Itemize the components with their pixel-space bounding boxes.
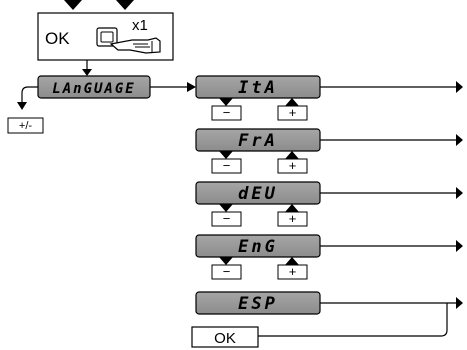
language-option-ita[interactable]: ItA	[195, 75, 321, 99]
confirm-ok-label: OK	[214, 330, 236, 347]
nav-ita-fra[interactable]: − +	[211, 98, 308, 121]
language-option-deu[interactable]: dEU	[195, 181, 321, 205]
language-label-fra: FrA	[238, 131, 278, 151]
back-path: +/-	[7, 86, 44, 134]
language-menu-label: LAnGUAGE	[52, 81, 135, 97]
language-option-eng[interactable]: EnG	[195, 234, 321, 258]
language-label-deu: dEU	[238, 184, 278, 204]
press-count-label: x1	[132, 17, 148, 34]
button-press-icon	[96, 27, 161, 54]
plus-label: +	[289, 211, 297, 226]
language-label-ita: ItA	[238, 78, 278, 98]
plus-label: +	[289, 105, 297, 120]
confirm-path: OK	[191, 303, 448, 348]
minus-label: −	[223, 105, 231, 120]
language-option-esp[interactable]: ESP	[195, 291, 321, 315]
plus-label: +	[289, 158, 297, 173]
language-menu-item[interactable]: LAnGUAGE	[37, 75, 151, 99]
minus-label: −	[223, 158, 231, 173]
ok-press-box: OK x1	[37, 12, 174, 61]
nav-deu-eng[interactable]: − +	[211, 204, 308, 227]
nav-eng-esp[interactable]: − +	[211, 257, 308, 280]
plus-label: +	[289, 264, 297, 279]
incoming-arrows	[64, 0, 134, 10]
language-label-esp: ESP	[238, 294, 278, 314]
exit-arrows	[320, 81, 463, 309]
minus-label: −	[223, 264, 231, 279]
nav-fra-deu[interactable]: − +	[211, 151, 308, 174]
back-button-label: +/-	[19, 120, 32, 132]
language-option-fra[interactable]: FrA	[195, 128, 321, 152]
ok-press-label: OK	[45, 29, 70, 48]
minus-label: −	[223, 211, 231, 226]
language-label-eng: EnG	[238, 237, 278, 257]
